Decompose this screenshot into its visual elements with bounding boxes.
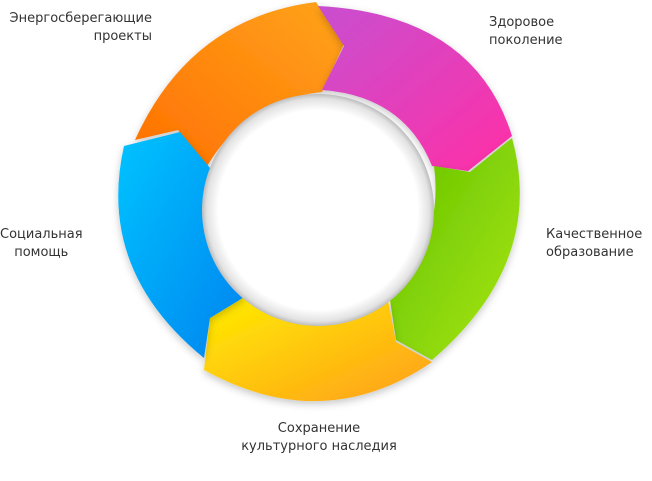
label-social-help: Социальная помощь <box>0 226 83 262</box>
label-culture-line-1: Сохранение <box>277 421 361 436</box>
label-energy-projects: Энергосберегающие проекты <box>10 10 152 46</box>
label-health-line-2: поколение <box>489 33 563 48</box>
label-edu-line-1: Качественное <box>546 227 643 242</box>
label-social-line-1: Социальная <box>0 227 83 242</box>
center-hole <box>202 94 434 326</box>
label-quality-education: Качественное образование <box>546 226 642 262</box>
label-culture-line-2: культурного наследия <box>241 439 397 454</box>
segment-health <box>318 6 512 171</box>
segment-education <box>390 138 520 360</box>
label-health-line-1: Здоровое <box>489 15 555 30</box>
label-energy-line-2: проекты <box>93 29 152 44</box>
ring <box>118 2 520 402</box>
label-cultural-heritage: Сохранение культурного наследия <box>238 420 400 456</box>
label-social-line-2: помощь <box>14 245 69 260</box>
segment-social <box>118 132 246 358</box>
label-energy-line-1: Энергосберегающие <box>9 11 152 26</box>
segment-energy <box>135 2 344 168</box>
segment-culture <box>204 296 432 402</box>
label-edu-line-2: образование <box>546 245 634 260</box>
label-healthy-generation: Здоровое поколение <box>489 14 563 50</box>
